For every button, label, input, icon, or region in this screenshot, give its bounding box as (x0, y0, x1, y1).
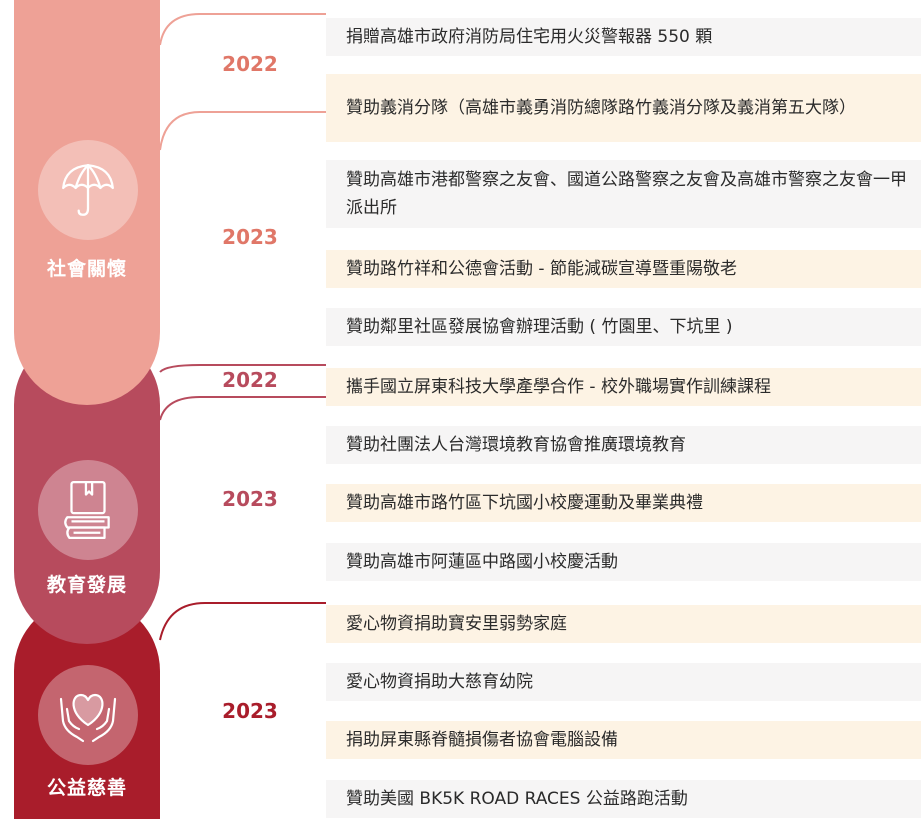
year-label: 2022 (222, 52, 278, 76)
year-label: 2022 (222, 368, 278, 392)
activity-row: 贊助高雄市路竹區下坑國小校慶運動及畢業典禮 (326, 484, 921, 522)
activity-text: 捐贈高雄市政府消防局住宅用火災警報器 550 顆 (346, 27, 713, 47)
activity-row: 贊助路竹祥和公德會活動 - 節能減碳宣導暨重陽敬老 (326, 250, 921, 288)
heart-hands-icon-badge (38, 665, 138, 765)
activity-row: 贊助高雄市阿蓮區中路國小校慶活動 (326, 543, 921, 581)
heart-hands-icon (59, 693, 117, 743)
activity-row: 贊助高雄市港都警察之友會、國道公路警察之友會及高雄市警察之友會一甲派出所 (326, 160, 921, 228)
category-label-social: 社會關懷 (46, 258, 127, 280)
activity-row: 愛心物資捐助大慈育幼院 (326, 663, 921, 701)
activity-row: 愛心物資捐助寶安里弱勢家庭 (326, 605, 921, 643)
activity-row: 攜手國立屏東科技大學產學合作 - 校外職場實作訓練課程 (326, 368, 921, 406)
activity-text: 愛心物資捐助寶安里弱勢家庭 (346, 614, 567, 634)
activity-text: 贊助高雄市阿蓮區中路國小校慶活動 (346, 552, 618, 572)
activity-row: 贊助義消分隊（高雄市義勇消防總隊路竹義消分隊及義消第五大隊） (326, 74, 921, 142)
activity-text: 贊助路竹祥和公德會活動 - 節能減碳宣導暨重陽敬老 (346, 259, 737, 279)
connector-line (159, 13, 326, 46)
activity-text: 捐助屏東縣脊髓損傷者協會電腦設備 (346, 730, 618, 750)
activity-row: 捐贈高雄市政府消防局住宅用火災警報器 550 顆 (326, 18, 921, 56)
connector-line (159, 111, 326, 151)
umbrella-icon-badge (38, 140, 138, 240)
year-label: 2023 (222, 487, 278, 511)
activity-text: 贊助義消分隊（高雄市義勇消防總隊路竹義消分隊及義消第五大隊） (346, 98, 856, 118)
umbrella-icon (62, 164, 114, 216)
activity-row: 贊助社團法人台灣環境教育協會推廣環境教育 (326, 426, 921, 464)
year-label: 2023 (222, 225, 278, 249)
activity-row: 贊助鄰里社區發展協會辦理活動 ( 竹園里、下坑里 ) (326, 308, 921, 346)
activity-text: 愛心物資捐助大慈育幼院 (346, 672, 533, 692)
connector-line (159, 364, 326, 373)
activity-text: 攜手國立屏東科技大學產學合作 - 校外職場實作訓練課程 (346, 377, 771, 397)
category-label-education: 教育發展 (46, 574, 127, 596)
books-icon (64, 480, 110, 540)
activity-text: 贊助社團法人台灣環境教育協會推廣環境教育 (346, 435, 686, 455)
activity-row: 捐助屏東縣脊髓損傷者協會電腦設備 (326, 721, 921, 759)
activity-text: 贊助鄰里社區發展協會辦理活動 ( 竹園里、下坑里 ) (346, 317, 733, 337)
connector-line (159, 396, 326, 421)
activity-row: 贊助美國 BK5K ROAD RACES 公益路跑活動 (326, 780, 921, 818)
connector-line (159, 602, 326, 641)
activity-text: 贊助高雄市路竹區下坑國小校慶運動及畢業典禮 (346, 493, 703, 513)
year-label: 2023 (222, 699, 278, 723)
category-label-charity: 公益慈善 (46, 777, 127, 799)
activity-text: 贊助美國 BK5K ROAD RACES 公益路跑活動 (346, 789, 688, 809)
books-icon-badge (38, 460, 138, 560)
activity-text: 贊助高雄市港都警察之友會、國道公路警察之友會及高雄市警察之友會一甲派出所 (346, 170, 907, 218)
